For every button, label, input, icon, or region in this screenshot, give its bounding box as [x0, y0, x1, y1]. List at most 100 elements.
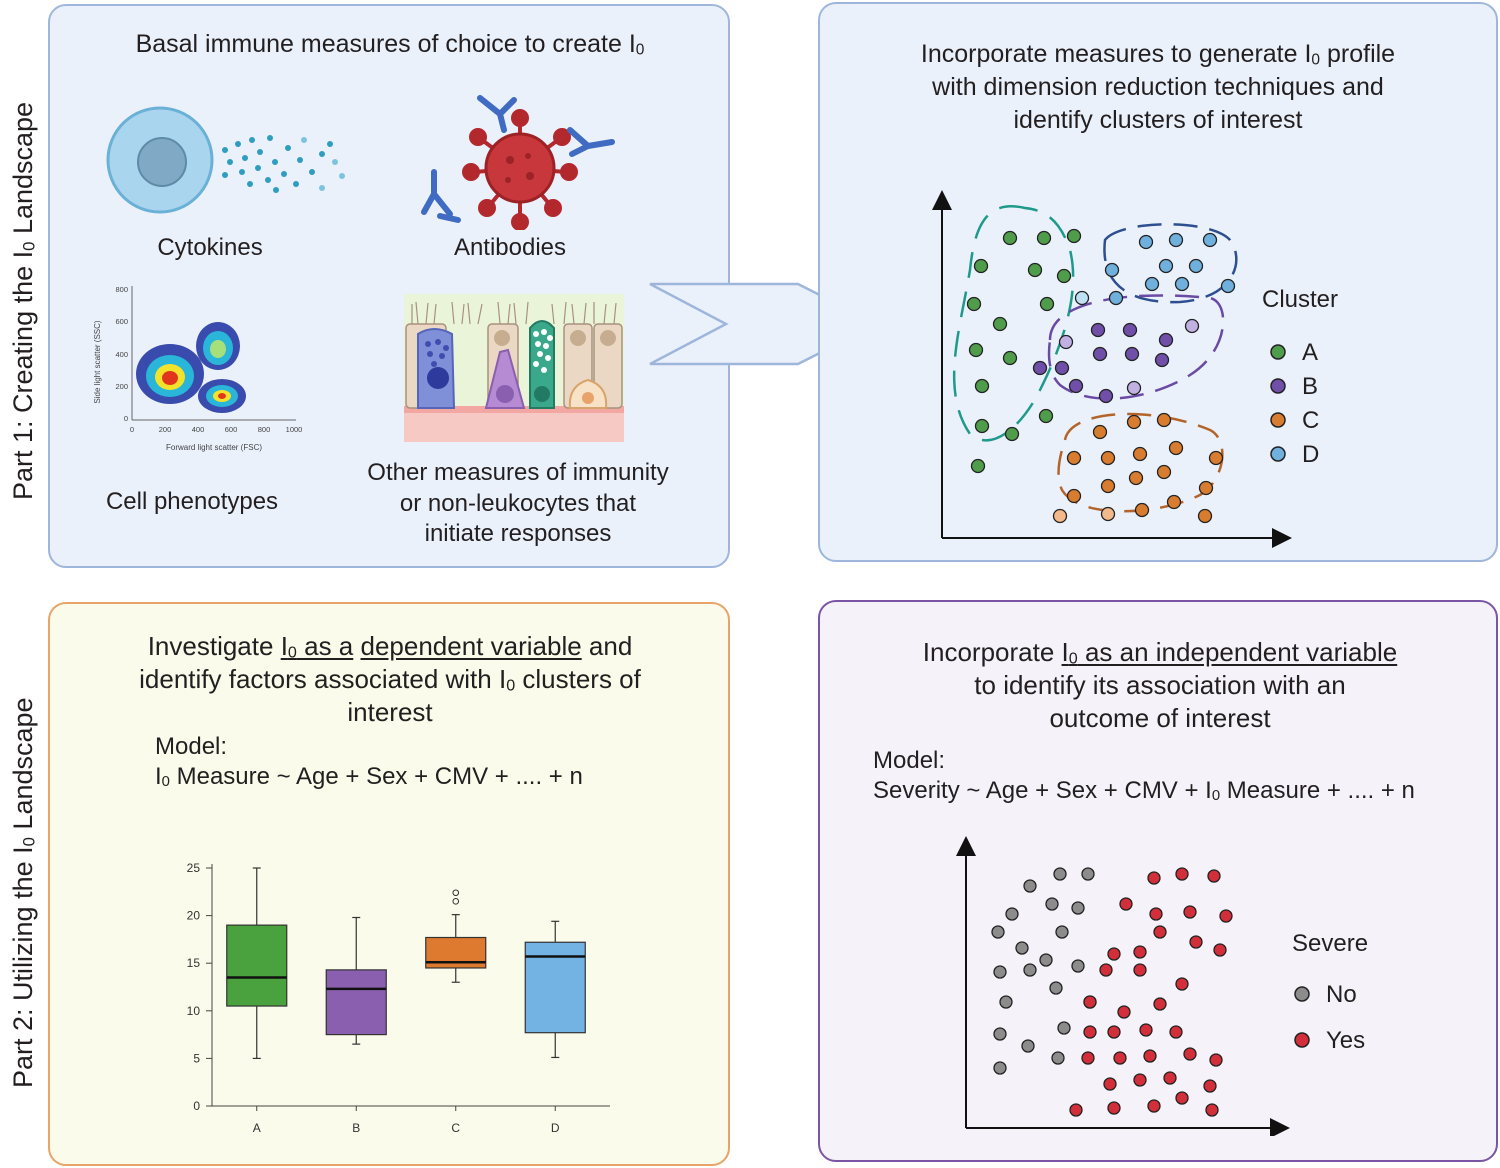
cluster-a-point	[1039, 296, 1055, 312]
cluster-d-point	[1158, 258, 1174, 274]
y-tick-label: 20	[187, 909, 201, 923]
severity-yes-point	[1175, 977, 1189, 991]
cluster-a-point	[1066, 228, 1082, 244]
severity-yes-point	[1107, 1101, 1121, 1115]
severity-yes-point	[1107, 947, 1121, 961]
panel3-title-line1: Investigate I0 as a dependent variable a…	[147, 631, 633, 662]
cluster-a-point	[966, 296, 982, 312]
y-tick-label: 5	[193, 1051, 200, 1065]
outlier-point	[452, 898, 460, 905]
cluster-c-point	[1208, 450, 1224, 466]
severity-no-point	[991, 925, 1005, 939]
severity-no-point	[1071, 901, 1085, 915]
severity-no-point	[1081, 867, 1095, 881]
panel4-model: Model: Severity ~ Age + Sex + CMV + I0 M…	[873, 746, 1415, 806]
severity-no-point	[1051, 1051, 1065, 1065]
cluster-d-point	[1104, 262, 1120, 278]
legend-label-c: C	[1302, 407, 1319, 434]
cluster-c-point	[1066, 450, 1082, 466]
cluster-b-point	[1158, 332, 1174, 348]
severity-yes-point	[1069, 1103, 1083, 1117]
box-c	[425, 889, 487, 983]
panel4-title-line3: outcome of interest	[1049, 703, 1271, 734]
panel1-title: Basal immune measures of choice to creat…	[135, 30, 645, 59]
severity-yes-point	[1163, 1071, 1177, 1085]
severity-yes-point	[1107, 1025, 1121, 1039]
cluster-a-point	[1002, 230, 1018, 246]
severity-no-point	[1049, 981, 1063, 995]
cluster-d-point	[1144, 276, 1160, 292]
severity-yes-point	[1209, 1053, 1223, 1067]
cluster-d-point	[1168, 232, 1184, 248]
cluster-c-point	[1156, 412, 1172, 428]
cluster-c-point	[1092, 424, 1108, 440]
cluster-c-point	[1066, 488, 1082, 504]
legend-label-b: B	[1302, 373, 1318, 400]
cluster-a-point	[992, 316, 1008, 332]
cluster-a-point	[1002, 350, 1018, 366]
cluster-d-point	[1220, 278, 1236, 294]
cluster-c-point	[1168, 440, 1184, 456]
severity-no-point	[993, 1027, 1007, 1041]
y-tick-label: 10	[187, 1004, 201, 1018]
severity-yes-point	[1113, 1051, 1127, 1065]
population-3	[198, 379, 246, 413]
cluster-a-point	[970, 458, 986, 474]
flow-xtick: 0	[130, 425, 134, 434]
cluster-a-point	[1027, 262, 1043, 278]
cluster-d-point	[1138, 234, 1154, 250]
box-b	[325, 916, 387, 1045]
severity-no-point	[1021, 1039, 1035, 1053]
cluster-b-point	[1098, 388, 1114, 404]
severity-no-point	[1045, 897, 1059, 911]
severe-legend-title: Severe	[1292, 930, 1369, 957]
cluster-d-point	[1188, 258, 1204, 274]
panel3-title: Investigate I0 as a dependent variable a…	[60, 630, 720, 729]
severity-no-point	[1039, 953, 1053, 967]
panel2-title: Incorporate measures to generate I0 prof…	[830, 38, 1486, 137]
panel4-title: Incorporate I0 as an independent variabl…	[830, 636, 1490, 735]
cluster-d-point	[1174, 276, 1190, 292]
box-a	[226, 867, 288, 1059]
legend-label-a: A	[1302, 339, 1318, 366]
cluster-d-point	[1074, 290, 1090, 306]
severity-no-point	[993, 965, 1007, 979]
other-measures-label: Other measures of immunity or non-leukoc…	[330, 458, 706, 550]
severity-no-point	[1023, 879, 1037, 893]
severity-no-point	[1053, 867, 1067, 881]
virus-antibody-icon	[421, 95, 615, 230]
cluster-b-point	[1090, 322, 1106, 338]
panel3-model-label: Model:	[155, 733, 228, 760]
severity-yes-point	[1119, 897, 1133, 911]
y-tick-label: 25	[187, 861, 201, 875]
y-tick-label: 0	[193, 1099, 200, 1113]
outlier-point	[452, 889, 460, 897]
severity-yes-point	[1207, 869, 1221, 883]
legend-dot-yes	[1294, 1032, 1310, 1048]
panel4-model-label: Model:	[873, 747, 946, 774]
cluster-b-point	[1122, 322, 1138, 338]
part2-label: Part 2: Utilizing the I0 Landscape	[8, 697, 39, 1088]
severity-yes-point	[1139, 1023, 1153, 1037]
cytokine-cell-icon	[106, 106, 345, 214]
antibodies-label: Antibodies	[453, 234, 567, 261]
flow-xtick: 200	[159, 425, 172, 434]
cluster-b-point	[1092, 346, 1108, 362]
other-line1: Other measures of immunity	[367, 459, 669, 486]
severity-yes-point	[1081, 1051, 1095, 1065]
flow-ytick: 800	[115, 285, 128, 294]
severity-yes-point	[1213, 943, 1227, 957]
legend-dot-no	[1294, 986, 1310, 1002]
x-tick-label: D	[551, 1121, 560, 1135]
flow-cytometry-plot: Side light scatter (SSC) 800 600 400 200…	[93, 285, 302, 452]
box-body	[325, 969, 387, 1036]
severity-yes-point	[1175, 1091, 1189, 1105]
panel-basal-measures	[48, 4, 730, 568]
severity-yes-point	[1083, 1025, 1097, 1039]
cluster-b-point	[1124, 346, 1140, 362]
cluster-b-point	[1126, 380, 1142, 396]
panel2-title-line2: with dimension reduction techniques and	[932, 73, 1384, 101]
flow-ytick: 200	[115, 382, 128, 391]
panel4-title-line1: Incorporate I0 as an independent variabl…	[922, 637, 1398, 668]
